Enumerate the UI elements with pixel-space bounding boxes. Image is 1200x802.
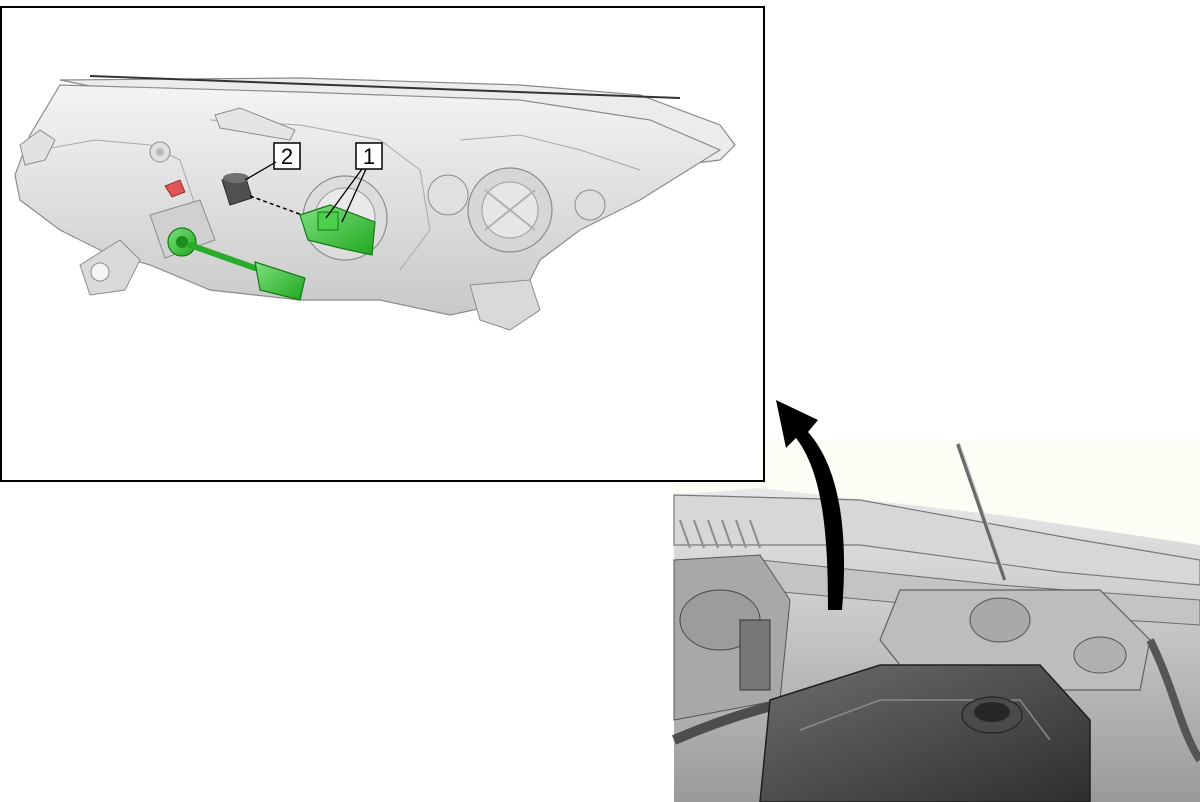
callout-1-label: 1 <box>363 144 375 169</box>
transition-arrow <box>776 400 845 610</box>
bulb-cap <box>221 173 253 206</box>
engine-bay-view <box>672 440 1200 802</box>
callout-2: 2 <box>244 142 301 181</box>
harness-connector <box>167 227 306 301</box>
callout-1: 1 <box>325 142 383 223</box>
callout-2-label: 2 <box>281 144 293 169</box>
headlamp-assembly <box>14 75 736 331</box>
bulb-connector <box>299 204 376 256</box>
